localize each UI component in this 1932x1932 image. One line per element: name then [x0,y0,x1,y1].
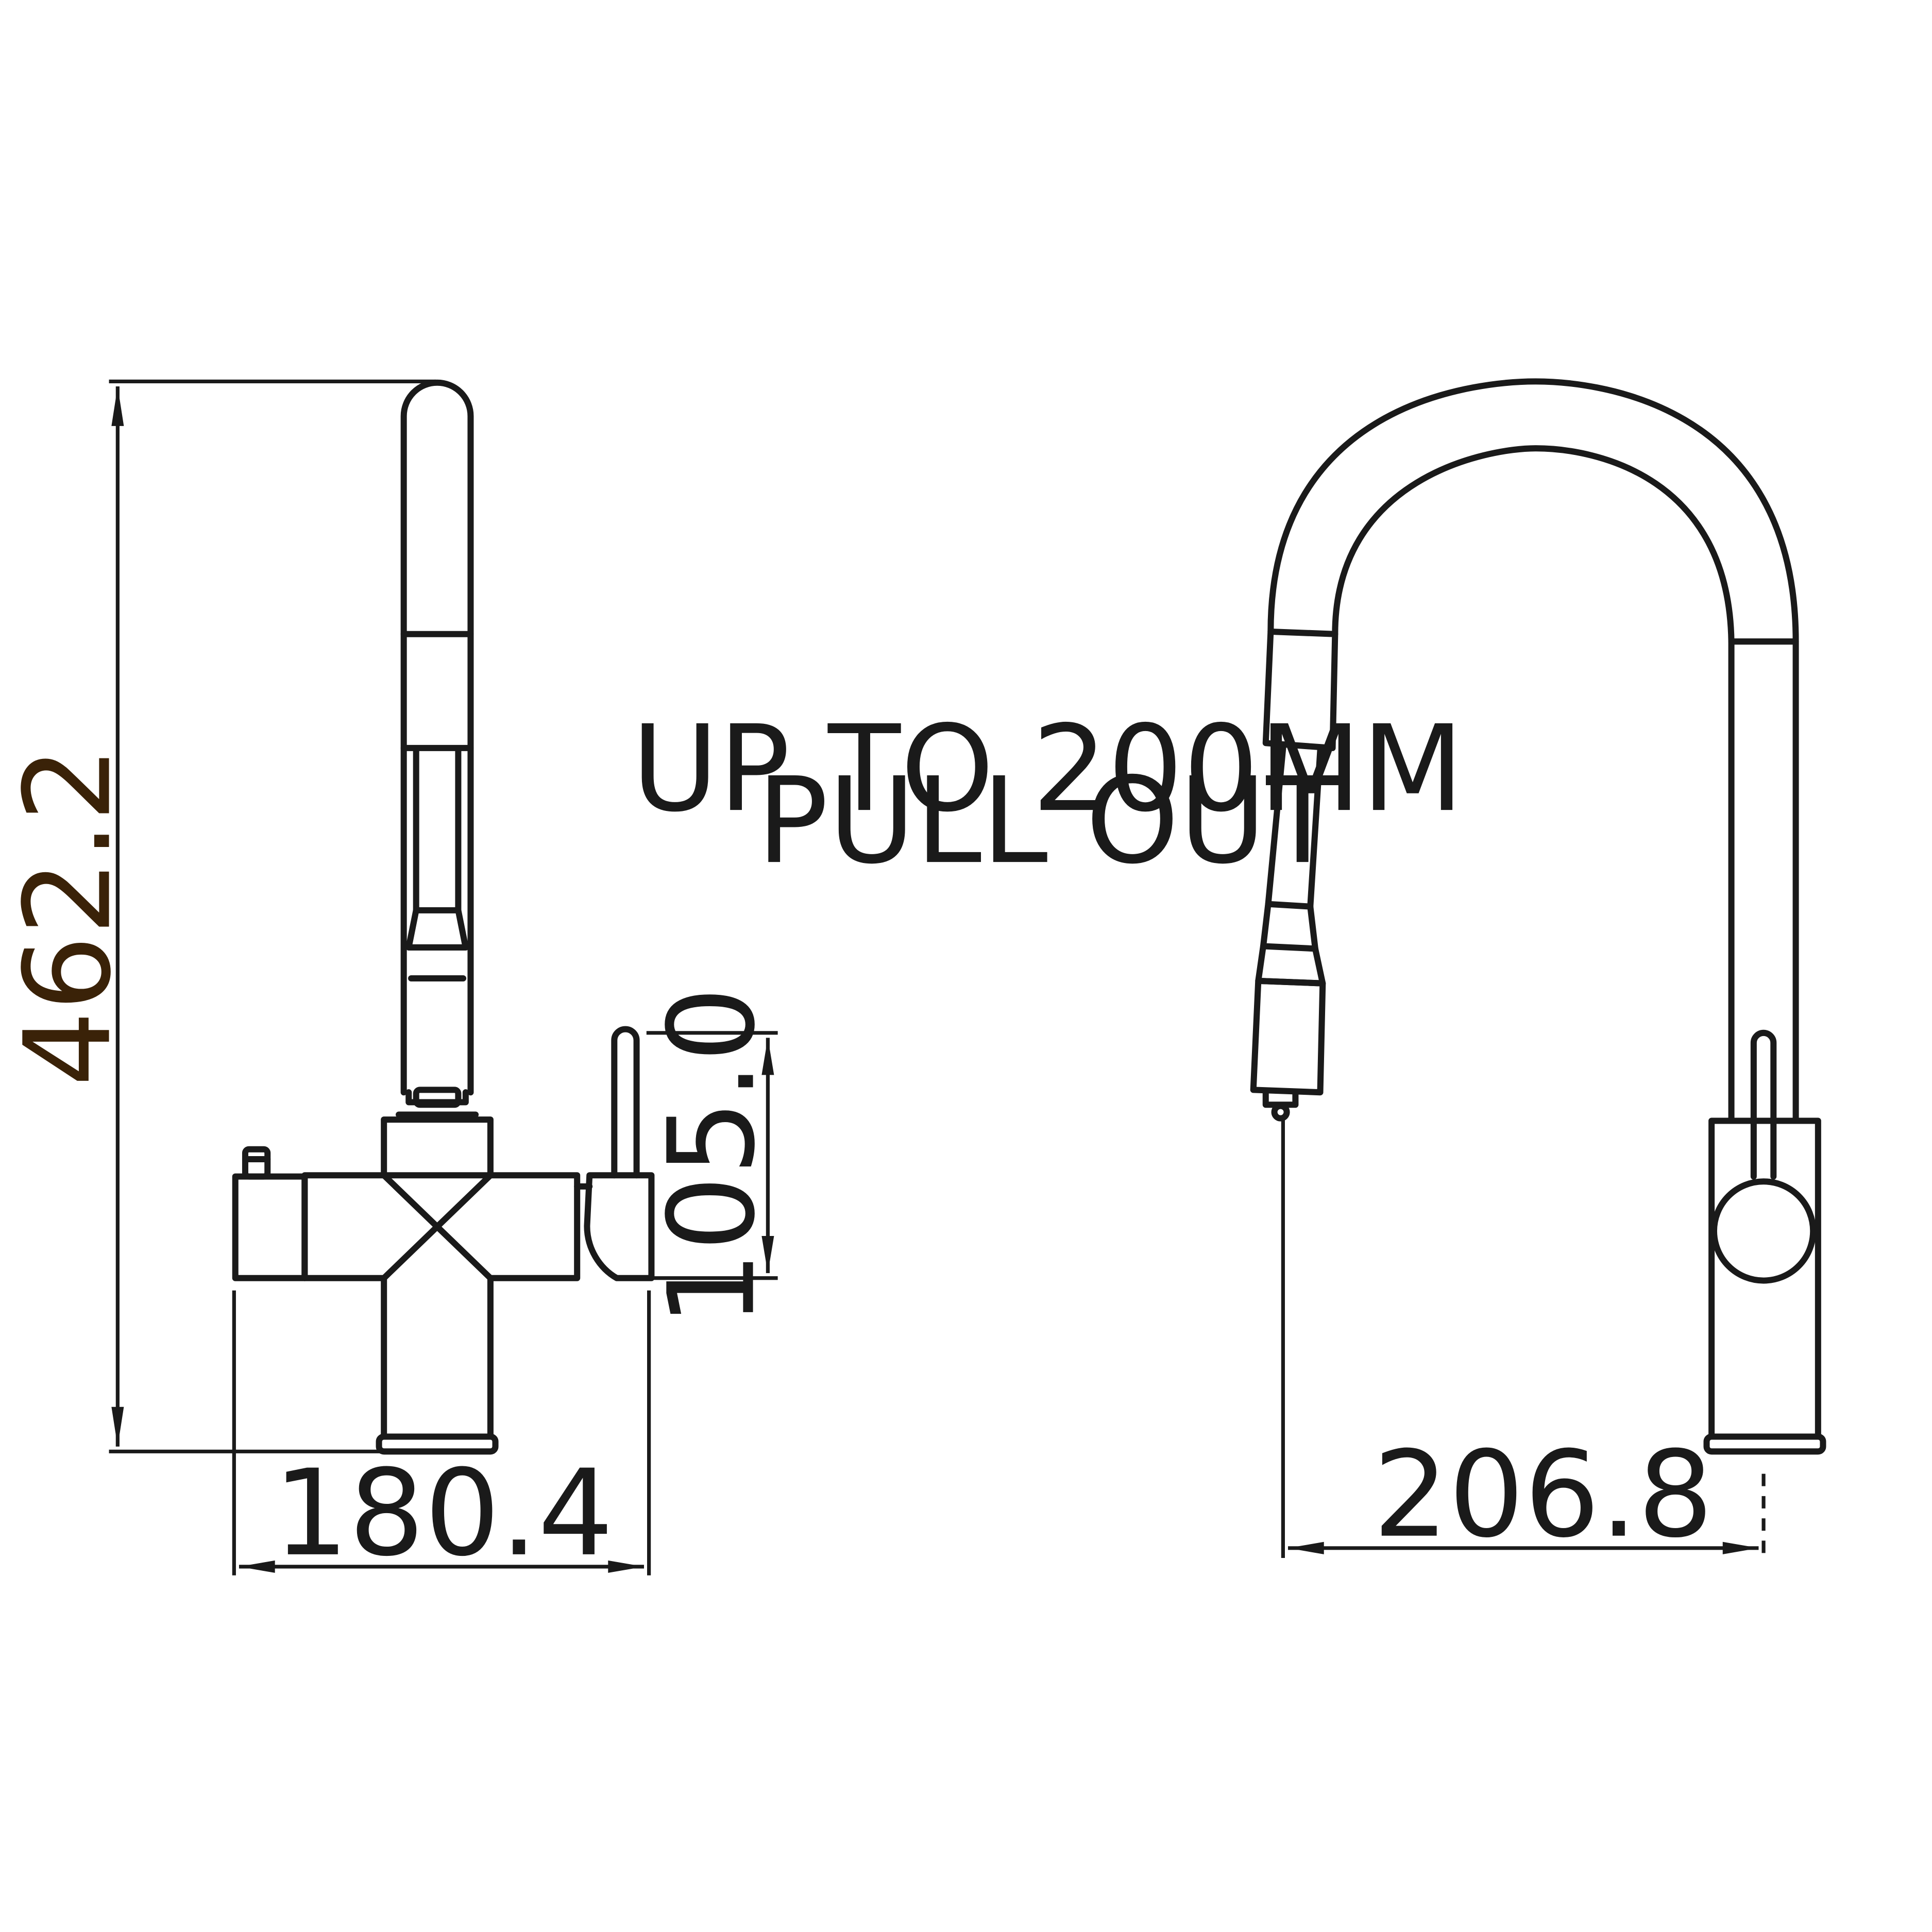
front-hose-collar [405,907,469,951]
front-spout [400,379,474,1096]
front-body-left-arm [301,1172,387,1281]
dimension-handle-height: 105.0 [643,987,782,1327]
width-arrow-left [239,1560,275,1573]
width-arrow-right [608,1560,644,1573]
handle-arrow-top [761,1038,774,1075]
front-handle-lever [611,1026,640,1179]
side-spray-head [1250,977,1326,1096]
height-label: 462.2 [0,747,138,1087]
side-base [1703,1433,1826,1455]
handle-height-label: 105.0 [643,987,782,1327]
height-arrow-bottom [111,1406,124,1447]
dimension-height: 462.2 [0,379,436,1453]
side-hose-collar [1260,901,1318,952]
side-hose-left [1265,744,1286,907]
front-body-top-hub [381,1116,494,1179]
front-body-column [381,1275,494,1440]
side-pullout-sleeve [1262,628,1338,751]
side-handle-knob [1710,1178,1817,1284]
height-arrow-top [111,386,124,426]
front-spout-nozzle-cap [413,1087,462,1108]
dimension-body-width: 180.4 [232,1290,651,1583]
reach-arrow-right [1722,1541,1759,1554]
side-spray-outlet [1271,1103,1290,1122]
pull-out-note-line1: UP TO 200MM [632,700,1464,838]
handle-arrow-bottom [761,1236,774,1274]
dimension-reach: 206.8 [1281,1120,1766,1564]
front-view [232,379,655,1455]
body-width-label: 180.4 [273,1445,614,1583]
side-hose-right [1307,747,1324,910]
side-gooseneck-outer [1267,378,1799,1124]
front-handle-body [584,1172,655,1281]
reach-label: 206.8 [1373,1426,1714,1564]
side-view [1250,378,1826,1455]
front-cross-line-b [381,1172,494,1281]
front-base [376,1433,499,1455]
reach-arrow-left [1288,1541,1324,1554]
front-left-end-cap [232,1173,308,1281]
pull-out-note-line2: PULL OUT [757,752,1340,890]
side-handle-lever [1750,1029,1777,1180]
front-button [242,1146,271,1180]
pull-out-note: UP TO 200MM PULL OUT [632,700,1464,890]
front-body-right-arm [487,1172,581,1281]
side-hose-taper [1255,943,1326,987]
side-gooseneck-inner [1332,445,1735,1124]
